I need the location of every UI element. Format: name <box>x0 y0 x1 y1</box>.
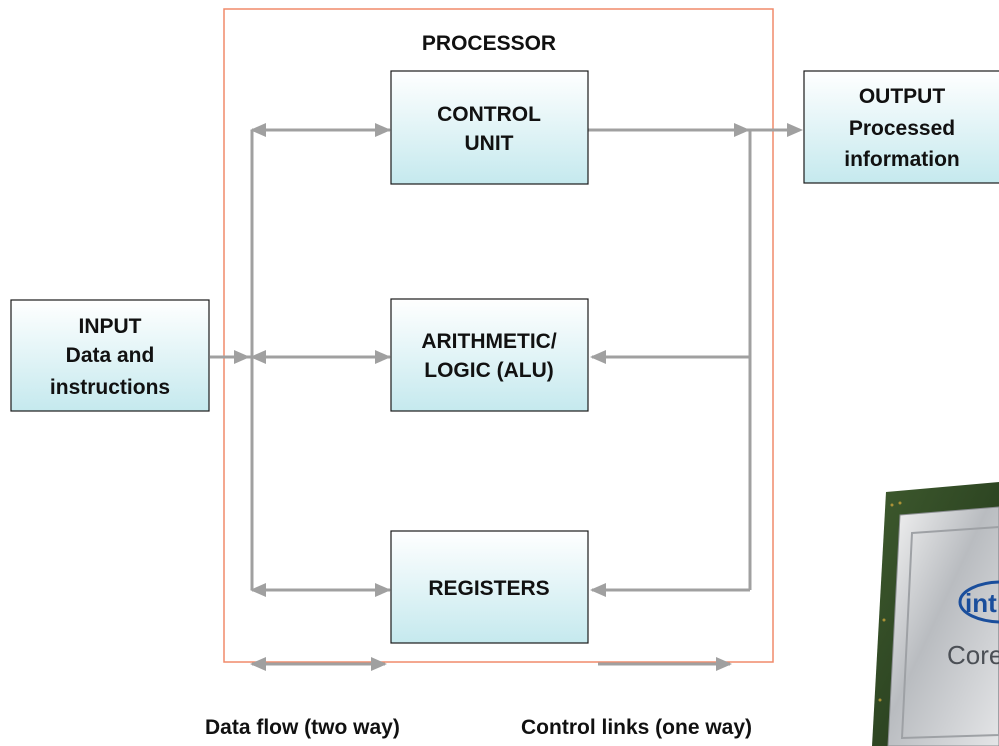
svg-text:information: information <box>844 148 960 171</box>
arrowhead <box>375 123 391 137</box>
input-label-line1: INPUT <box>79 315 142 338</box>
output-box: OUTPUT Processed information <box>803 70 999 184</box>
control-unit-label-line2: UNIT <box>465 132 514 155</box>
arrowhead <box>250 123 266 137</box>
arrowhead <box>375 350 391 364</box>
input-box: INPUT Data and instructions <box>10 299 210 412</box>
arrowhead <box>250 350 266 364</box>
processor-title: PROCESSOR <box>422 32 556 55</box>
connectors <box>210 128 800 666</box>
svg-text:ARITHMETIC/: ARITHMETIC/ <box>421 330 556 353</box>
arrowhead <box>734 123 750 137</box>
svg-text:REGISTERS: REGISTERS <box>428 577 549 600</box>
cpu-chip-image: int Core <box>872 482 999 746</box>
chip-brand-text: int <box>965 588 997 618</box>
alu-label-line2: LOGIC (ALU) <box>424 359 553 382</box>
output-label-line1: OUTPUT <box>859 85 946 108</box>
arrowhead <box>787 123 803 137</box>
alu-label-line1: ARITHMETIC/ <box>421 330 556 353</box>
control-unit-label-line1: CONTROL <box>437 103 541 126</box>
input-label-line2: Data and <box>66 344 155 367</box>
arrowhead <box>250 583 266 597</box>
intel-logo-ring <box>958 580 999 624</box>
legend-data-flow-label: Data flow (two way) <box>205 716 400 739</box>
svg-text:LOGIC (ALU): LOGIC (ALU) <box>424 359 553 382</box>
registers-box: REGISTERS <box>390 530 589 644</box>
chip-heatspreader <box>887 506 999 746</box>
svg-text:OUTPUT: OUTPUT <box>859 85 946 108</box>
svg-text:Data and: Data and <box>66 344 155 367</box>
alu-box: ARITHMETIC/ LOGIC (ALU) <box>390 298 589 412</box>
input-label-line3: instructions <box>50 376 170 399</box>
arrowhead <box>590 350 606 364</box>
arrowhead <box>716 657 732 671</box>
svg-text:INPUT: INPUT <box>79 315 142 338</box>
processor-frame <box>223 8 774 663</box>
arrowheads <box>234 123 803 671</box>
arrowhead <box>250 657 266 671</box>
arrowhead <box>590 583 606 597</box>
output-label-line2: Processed <box>849 117 955 140</box>
arrowhead <box>371 657 387 671</box>
legend-control-links-label: Control links (one way) <box>521 716 752 739</box>
svg-text:instructions: instructions <box>50 376 170 399</box>
svg-text:UNIT: UNIT <box>465 132 514 155</box>
registers-label: REGISTERS <box>428 577 549 600</box>
control-unit-box: CONTROL UNIT <box>390 70 589 185</box>
arrowhead <box>375 583 391 597</box>
svg-text:CONTROL: CONTROL <box>437 103 541 126</box>
svg-text:Processed: Processed <box>849 117 955 140</box>
arrowhead <box>234 350 250 364</box>
output-label-line3: information <box>844 148 960 171</box>
chip-model-text: Core <box>947 640 999 670</box>
